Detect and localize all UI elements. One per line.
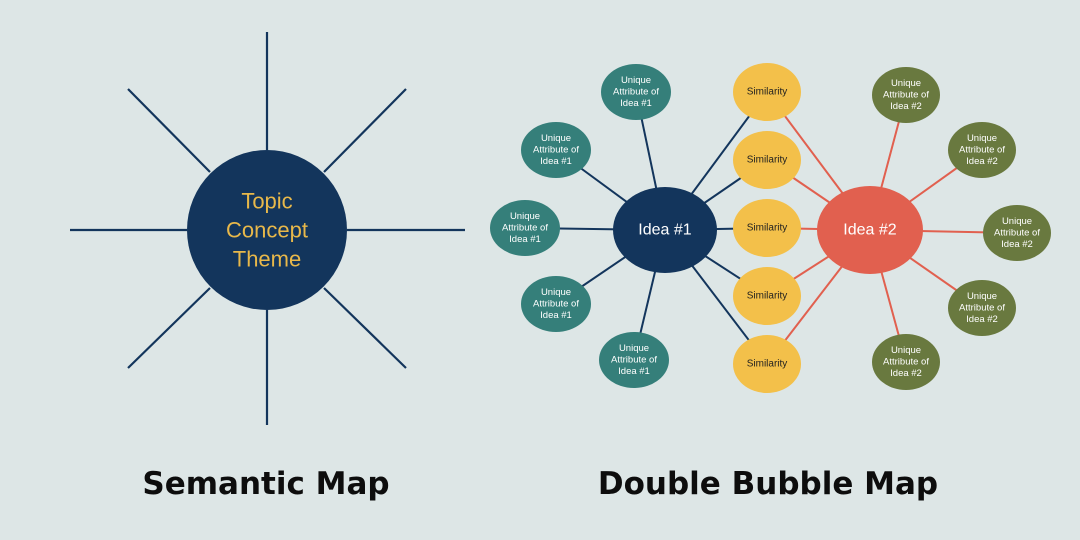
idea2-attribute-bubble [872,67,940,123]
idea1-attribute-label: Idea #1 [618,366,650,377]
idea2-attribute-label: Idea #2 [966,314,998,325]
idea2-attribute-label: Unique [891,345,921,356]
similarity-bubble [733,335,801,393]
idea2-attribute-bubble [948,122,1016,178]
similarity-label: Similarity [747,291,788,302]
idea1-attribute-label: Idea #1 [620,98,652,109]
idea2-attribute-label: Unique [967,133,997,144]
idea2-label: Idea #2 [843,222,896,239]
idea1-attribute-label: Attribute of [611,355,657,366]
similarity-label: Similarity [747,223,788,234]
idea1-attribute-bubble [601,64,671,120]
semantic-map-spoke [323,88,407,173]
semantic-map-center-label: Topic [241,189,292,214]
semantic-map-spoke [127,287,211,369]
semantic-map-spoke [323,287,407,369]
idea1-attribute-label: Idea #1 [509,234,541,245]
idea2-attribute-label: Attribute of [994,228,1040,239]
idea2-attribute-label: Idea #2 [1001,239,1033,250]
idea2-attribute-label: Attribute of [959,303,1005,314]
semantic-map-center-circle [187,150,347,310]
idea1-attribute-label: Unique [541,133,571,144]
similarity-bubble [733,199,801,257]
similarity-bubble [733,131,801,189]
idea2-attribute-bubble [872,334,940,390]
idea1-attribute-label: Attribute of [502,223,548,234]
idea1-label: Idea #1 [638,222,691,239]
double-bubble-map-caption: Double Bubble Map [597,466,939,502]
semantic-map-spoke [127,88,211,173]
idea2-attribute-label: Unique [891,78,921,89]
semantic-map-caption: Semantic Map [142,466,390,502]
idea1-attribute-label: Unique [619,343,649,354]
similarity-bubble [733,63,801,121]
idea1-attribute-label: Attribute of [613,87,659,98]
idea1-attribute-bubble [599,332,669,388]
idea2-attribute-label: Idea #2 [890,368,922,379]
idea1-attribute-label: Unique [510,211,540,222]
similarity-bubble [733,267,801,325]
idea2-attribute-label: Idea #2 [966,156,998,167]
idea2-attribute-label: Attribute of [883,357,929,368]
idea2-attribute-bubble [948,280,1016,336]
idea1-attribute-label: Idea #1 [540,310,572,321]
similarity-label: Similarity [747,155,788,166]
idea2-attribute-label: Unique [1002,216,1032,227]
idea1-attribute-label: Unique [541,287,571,298]
idea2-bubble [817,186,923,274]
idea2-attribute-label: Attribute of [883,90,929,101]
similarity-label: Similarity [747,359,788,370]
idea1-attribute-label: Attribute of [533,145,579,156]
idea1-attribute-label: Idea #1 [540,156,572,167]
idea1-bubble [613,187,717,273]
idea1-attribute-bubble [490,200,560,256]
idea2-attribute-label: Attribute of [959,145,1005,156]
idea1-attribute-bubble [521,276,591,332]
idea2-attribute-label: Unique [967,291,997,302]
similarity-label: Similarity [747,87,788,98]
idea1-attribute-label: Attribute of [533,299,579,310]
idea1-attribute-bubble [521,122,591,178]
bubble-nodes: TopicConceptThemeSimilaritySimilaritySim… [187,63,1051,393]
idea1-attribute-label: Unique [621,75,651,86]
semantic-map-center-label: Concept [226,218,308,243]
idea2-attribute-label: Idea #2 [890,101,922,112]
semantic-map-center-label: Theme [233,247,301,272]
idea2-attribute-bubble [983,205,1051,261]
